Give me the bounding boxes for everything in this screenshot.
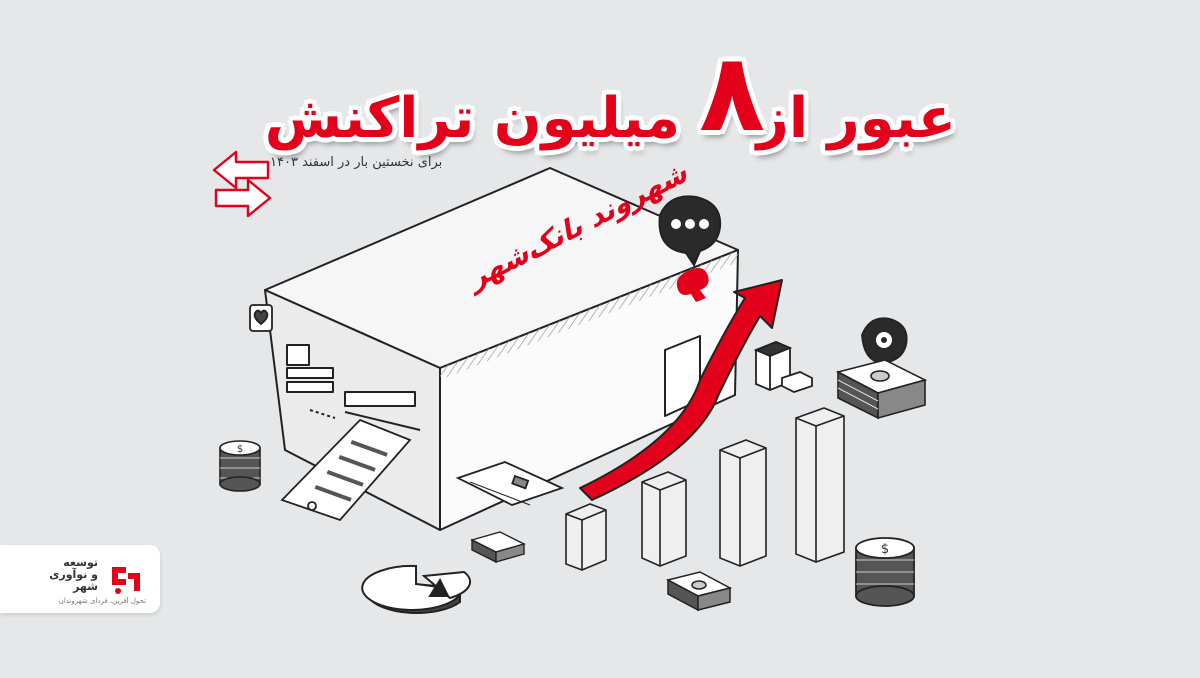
logo-mark-icon xyxy=(676,268,709,302)
bank-box xyxy=(264,167,739,531)
coin-stack-icon-large: $ xyxy=(855,537,915,607)
calculator-icon xyxy=(753,341,813,393)
cash-stack-icon-bottom xyxy=(665,571,733,612)
headline: عبور از ۸ میلیون تراکنش xyxy=(180,40,970,160)
brand-tagline: تحول آفرین، فردای شهروندان xyxy=(58,597,146,605)
glass-bar-chart xyxy=(565,407,845,571)
growth-arrow-icon xyxy=(579,279,783,501)
coin-stack-icon: $ xyxy=(219,440,261,492)
headline-subtitle: برای نخستین بار در اسفند ۱۴۰۳ xyxy=(270,155,443,170)
headline-part1: عبور از xyxy=(756,86,956,151)
gear-icon xyxy=(861,317,908,364)
location-pin-icon xyxy=(249,304,273,332)
brand-logo-icon xyxy=(112,567,140,594)
headline-number: ۸ xyxy=(699,31,765,156)
receipt-icon xyxy=(280,418,412,522)
pie-chart-icon xyxy=(361,564,472,614)
cash-stack-icon xyxy=(835,359,928,420)
brand-name: توسعه و نوآوری شهر xyxy=(49,556,98,593)
cash-stack-icon-small xyxy=(470,531,526,564)
svg-text:$: $ xyxy=(881,542,889,557)
brand-card[interactable]: توسعه و نوآوری شهر تحول آفرین، فردای شهر… xyxy=(0,545,160,613)
chat-bubble-icon xyxy=(658,195,722,268)
svg-text:$: $ xyxy=(237,444,243,455)
headline-part2: میلیون تراکنش xyxy=(264,86,680,151)
bank-card-icon xyxy=(455,461,565,506)
exchange-arrows-icon xyxy=(212,150,272,218)
